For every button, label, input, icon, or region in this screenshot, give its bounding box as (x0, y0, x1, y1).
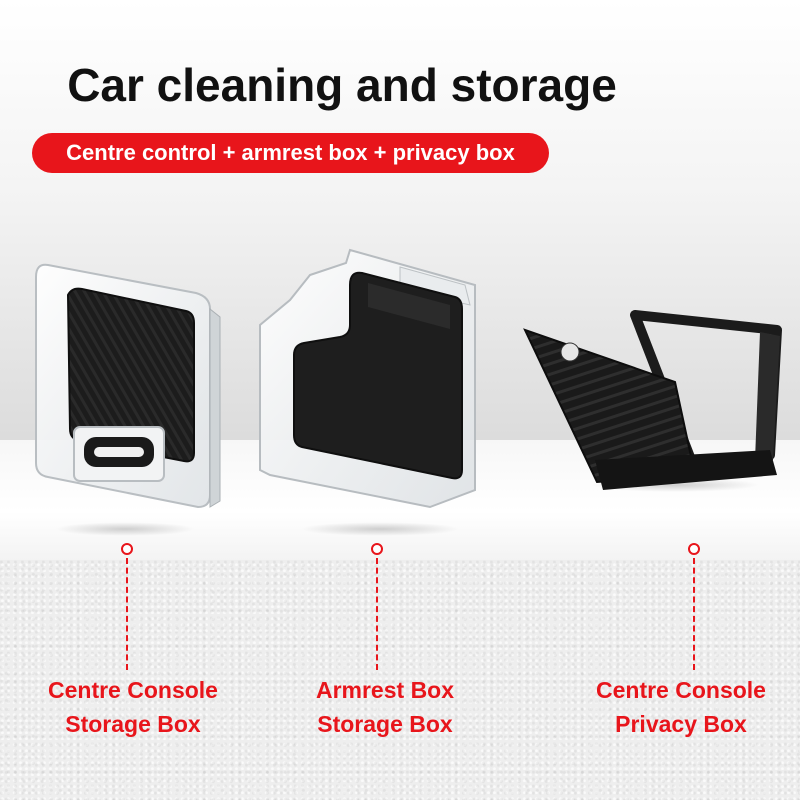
label-line: Centre Console (596, 677, 766, 703)
page-title: Car cleaning and storage (67, 59, 617, 111)
centre-console-storage-box-image (35, 263, 221, 509)
label-line: Privacy Box (615, 711, 747, 737)
subtitle-badge: Centre control + armrest box + privacy b… (32, 133, 549, 173)
product-label-centre-console-privacy: Centre Console Privacy Box (561, 673, 800, 741)
product-shadow (55, 522, 195, 536)
background-textured-floor (0, 560, 800, 800)
product-shadow (300, 522, 460, 536)
label-line: Centre Console (48, 677, 218, 703)
label-line: Armrest Box (315, 677, 455, 703)
pointer-marker (688, 543, 700, 555)
label-line: Storage Box (65, 711, 201, 737)
centre-console-privacy-box-image (523, 310, 782, 490)
pointer-marker (121, 543, 133, 555)
label-line: Storage Box (317, 711, 453, 737)
product-label-armrest-box: Armrest Box Storage Box (265, 673, 505, 741)
dashed-connector (376, 558, 378, 670)
product-label-centre-console-storage: Centre Console Storage Box (13, 673, 253, 741)
dashed-connector (693, 558, 695, 670)
armrest-box-storage-box-image (259, 248, 476, 509)
dashed-connector (126, 558, 128, 670)
pointer-marker (371, 543, 383, 555)
